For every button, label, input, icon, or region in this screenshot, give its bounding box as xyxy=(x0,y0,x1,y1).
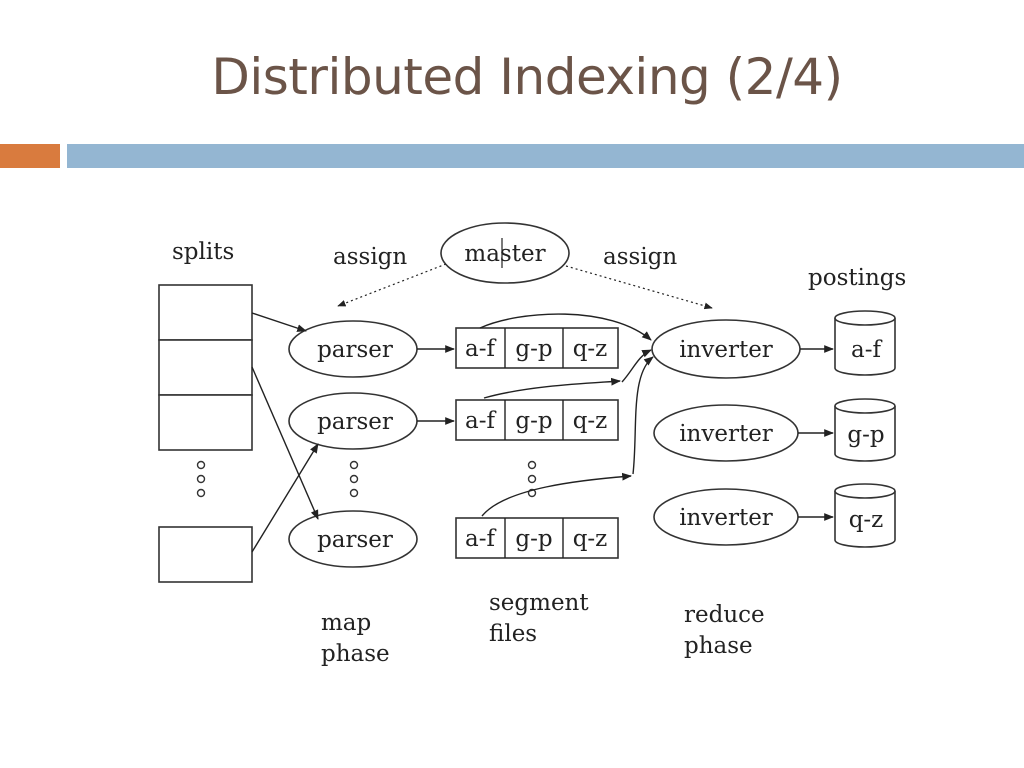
segment-file-row xyxy=(455,327,619,369)
accent-bar-orange xyxy=(0,144,60,168)
split-box xyxy=(158,526,253,583)
posting-cylinder xyxy=(834,310,896,376)
reduce-phase-label-line1: reduce xyxy=(684,602,765,628)
segment-to-inverter-arrow xyxy=(632,356,654,475)
segment-to-inverter-arrow xyxy=(481,472,632,517)
segment-to-inverter-arrow xyxy=(621,349,652,383)
posting-cylinder xyxy=(834,398,896,462)
assign-arrow-right xyxy=(565,265,713,310)
split-box xyxy=(158,284,253,341)
posting-cylinder xyxy=(834,483,896,548)
segment-cell-g-p: g-p xyxy=(515,408,552,434)
segment-cell-q-z: q-z xyxy=(573,408,608,434)
segment-cell-a-f: a-f xyxy=(465,408,496,434)
postings-label: postings xyxy=(808,265,906,291)
assign-arrow-left xyxy=(337,263,447,307)
segment-to-inverter-arrow xyxy=(483,377,621,399)
segment-cell-q-z: q-z xyxy=(573,526,608,552)
segment-cell-g-p: g-p xyxy=(515,336,552,362)
parser-label: parser xyxy=(317,409,393,435)
splits-ellipsis xyxy=(196,460,206,498)
inverter-label: inverter xyxy=(679,505,773,531)
posting-label-q-z: q-z xyxy=(849,507,884,533)
segment-file-row xyxy=(455,399,619,441)
assign-label-left: assign xyxy=(333,244,407,270)
split-box xyxy=(158,339,253,396)
inverter-label: inverter xyxy=(679,337,773,363)
map-phase-label-line1: map xyxy=(321,610,371,636)
segment-file-row xyxy=(455,517,619,559)
reduce-phase-label-line2: phase xyxy=(684,633,753,659)
parser-node xyxy=(288,510,418,568)
split-to-parser-arrow xyxy=(251,366,319,520)
master-label: master xyxy=(464,241,545,267)
posting-label-g-p: g-p xyxy=(847,422,884,448)
split-to-parser-arrow xyxy=(251,312,307,332)
segment-cell-a-f: a-f xyxy=(465,526,496,552)
master-node xyxy=(440,222,570,284)
segment-ellipsis xyxy=(527,460,537,498)
segment-cell-g-p: g-p xyxy=(515,526,552,552)
parsers-ellipsis xyxy=(349,460,359,498)
parser-label: parser xyxy=(317,337,393,363)
splits-label: splits xyxy=(172,239,234,265)
split-box xyxy=(158,394,253,451)
segment-cell-a-f: a-f xyxy=(465,336,496,362)
segment-cell-q-z: q-z xyxy=(573,336,608,362)
slide-title: Distributed Indexing (2/4) xyxy=(211,48,843,106)
accent-bar-blue xyxy=(67,144,1024,168)
segment-files-label-line1: segment xyxy=(489,590,589,616)
inverter-label: inverter xyxy=(679,421,773,447)
parser-label: parser xyxy=(317,527,393,553)
assign-label-right: assign xyxy=(603,244,677,270)
inverter-nodes xyxy=(651,319,801,546)
segment-to-inverter-arrow xyxy=(479,313,652,341)
splits-stack xyxy=(158,284,253,583)
segment-files-label-line2: files xyxy=(489,621,537,647)
parser-nodes xyxy=(288,320,418,568)
split-to-parser-arrow xyxy=(251,443,319,553)
posting-label-a-f: a-f xyxy=(851,337,882,363)
segment-files-grid xyxy=(455,327,619,559)
map-phase-label-line2: phase xyxy=(321,641,390,667)
